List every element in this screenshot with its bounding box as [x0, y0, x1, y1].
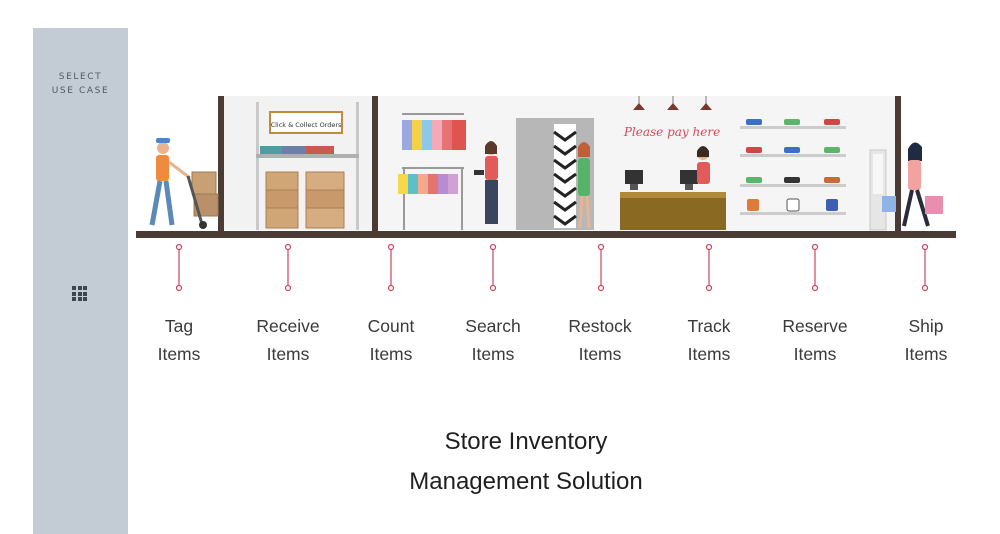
shoe-shelves — [740, 119, 846, 215]
worker-hand-truck — [149, 138, 219, 229]
clothing-racks — [398, 113, 466, 230]
connector-tag — [175, 243, 183, 292]
usecase-label: Reserve — [782, 316, 848, 336]
sidebar-select-label: SELECT — [58, 72, 103, 82]
usecase-tag-items[interactable]: Tag Items — [139, 312, 219, 368]
connector-ship — [921, 243, 929, 292]
usecase-label: Ship — [908, 316, 944, 336]
click-collect-sign-text: Click & Collect Orders — [271, 121, 342, 129]
usecase-count-items[interactable]: Count Items — [351, 312, 431, 368]
usecase-label: Count — [367, 316, 415, 336]
wall-pillar — [895, 96, 901, 234]
floor — [136, 231, 956, 238]
connector-reserve — [811, 243, 819, 292]
connector-track — [705, 243, 713, 292]
shopper-exiting — [869, 142, 943, 231]
sidebar: SELECT USE CASE — [33, 28, 128, 534]
page-title-line1: Store Inventory — [444, 428, 608, 455]
grid-icon[interactable] — [72, 286, 87, 301]
usecase-label: Items — [266, 344, 310, 364]
connector-receive — [284, 243, 292, 292]
usecase-label: Track — [687, 316, 731, 336]
connector-count — [387, 243, 395, 292]
usecase-label: Tag — [164, 316, 194, 336]
usecase-label: Items — [904, 344, 948, 364]
fitting-room — [516, 118, 594, 230]
usecase-search-items[interactable]: Search Items — [453, 312, 533, 368]
connector-restock — [597, 243, 605, 292]
usecase-receive-items[interactable]: Receive Items — [248, 312, 328, 368]
usecase-label: Search — [465, 316, 521, 336]
usecase-restock-items[interactable]: Restock Items — [560, 312, 640, 368]
pay-here-text: Please pay here — [623, 125, 720, 139]
wall-pillar — [218, 96, 224, 234]
page-title-line2: Management Solution — [409, 468, 643, 495]
usecase-label: Items — [793, 344, 837, 364]
associate-scanning — [474, 141, 498, 224]
sidebar-use-case-label: USE CASE — [51, 86, 110, 96]
usecase-ship-items[interactable]: Ship Items — [886, 312, 966, 368]
receiving-shelves: Click & Collect Orders — [256, 102, 359, 230]
usecase-label: Items — [687, 344, 731, 364]
wall-pillar — [372, 96, 378, 234]
usecase-label: Receive — [256, 316, 320, 336]
click-collect-sign — [269, 111, 343, 134]
usecase-reserve-items[interactable]: Reserve Items — [775, 312, 855, 368]
usecase-label: Items — [578, 344, 622, 364]
checkout-counter: Please pay here — [620, 96, 726, 230]
connector-search — [489, 243, 497, 292]
usecase-label: Restock — [568, 316, 632, 336]
usecase-track-items[interactable]: Track Items — [669, 312, 749, 368]
usecase-label: Items — [471, 344, 515, 364]
usecase-label: Items — [369, 344, 413, 364]
store-illustration: Click & Collect Orders — [136, 96, 956, 238]
usecase-label: Items — [157, 344, 201, 364]
